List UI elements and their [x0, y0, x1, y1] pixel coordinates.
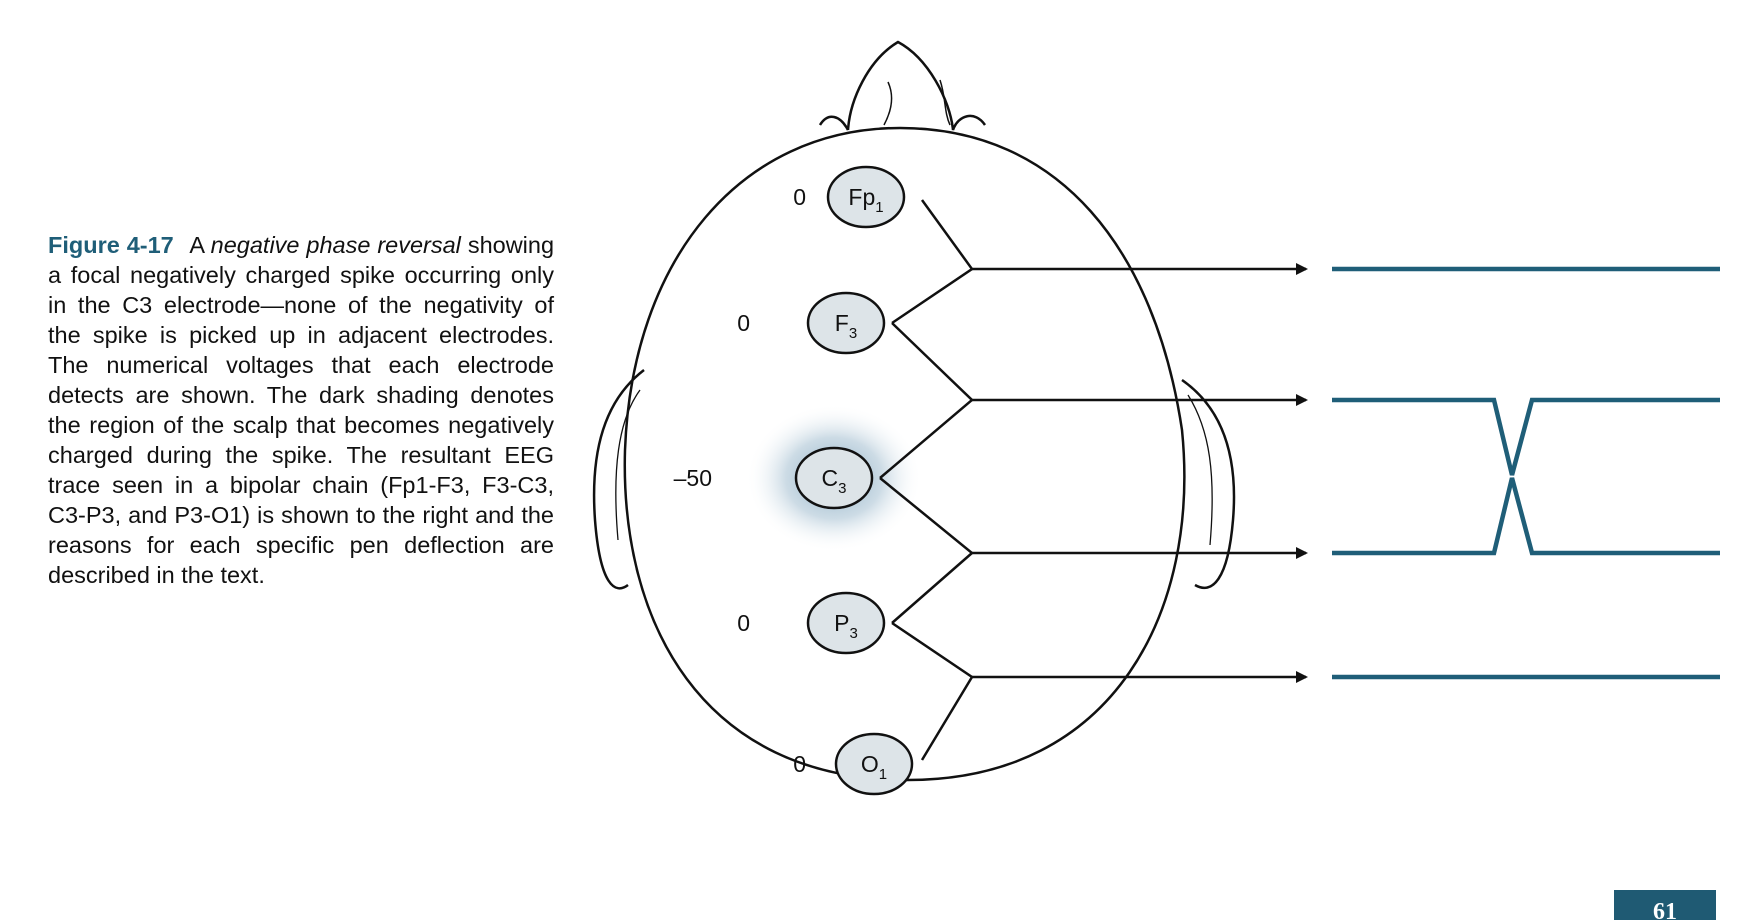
- electrode-c3: C3–50: [674, 404, 922, 552]
- head-outline: [592, 40, 1236, 782]
- page-number: 61: [1653, 899, 1677, 920]
- electrode-disc: [834, 732, 914, 796]
- electrode-disc: [806, 291, 886, 355]
- trace-layer: [1332, 266, 1720, 680]
- caption-body: showing a focal negatively charged spike…: [48, 232, 555, 588]
- electrode-voltage: 0: [793, 184, 806, 210]
- electrode-disc: [806, 591, 886, 655]
- caption-italic-term: negative phase reversal: [210, 232, 461, 258]
- page-number-badge: 61: [1614, 890, 1716, 920]
- electrode-disc: [826, 165, 906, 229]
- electrode-f3: F30: [737, 291, 886, 355]
- electrode-voltage: 0: [737, 310, 750, 336]
- electrode-voltage: 0: [737, 610, 750, 636]
- figure-caption: Figure 4-17 A negative phase reversal sh…: [48, 230, 554, 590]
- channel-connector: [891, 621, 974, 761]
- channel-fp1-f3: [891, 199, 1308, 325]
- wire-layer: [879, 199, 1308, 761]
- eeg-trace-f3-c3: [1332, 397, 1720, 476]
- figure-number: Figure 4-17: [48, 232, 174, 258]
- electrode-p3: P30: [737, 591, 886, 655]
- channel-connector: [891, 199, 974, 325]
- electrode-voltage: 0: [793, 751, 806, 777]
- electrode-disc: [794, 446, 874, 510]
- eeg-trace-c3-p3: [1332, 477, 1720, 556]
- channel-c3-p3: [879, 477, 1308, 624]
- electrode-o1: O10: [793, 732, 914, 796]
- channel-f3-c3: [879, 322, 1308, 479]
- electrode-voltage: –50: [674, 465, 712, 491]
- channel-p3-o1: [891, 621, 1308, 761]
- caption-lead: A: [189, 232, 204, 258]
